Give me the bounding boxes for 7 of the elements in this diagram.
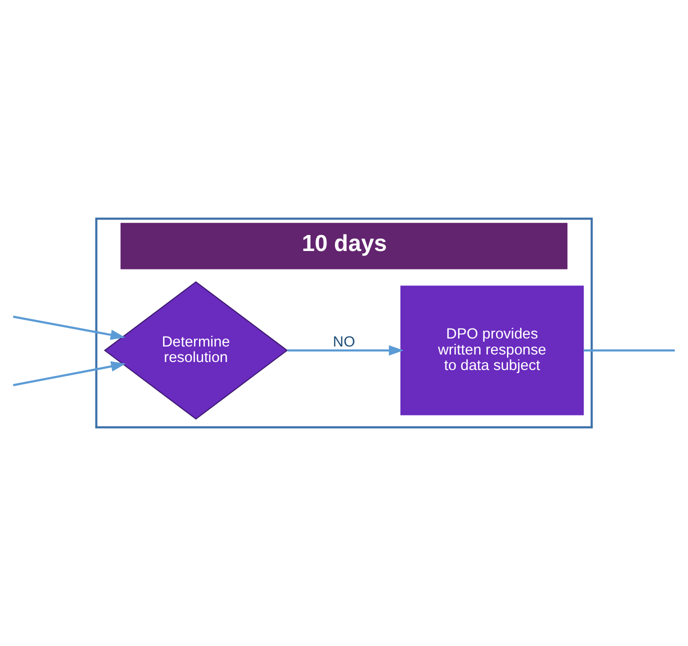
edge-label: NO <box>332 334 356 350</box>
connector <box>584 349 675 352</box>
node-diamond: Determine resolution <box>104 281 288 420</box>
arrow <box>287 345 404 356</box>
arrow <box>12 316 126 340</box>
node-box: DPO provides written response to data subject <box>400 286 584 416</box>
arrow <box>12 361 126 386</box>
